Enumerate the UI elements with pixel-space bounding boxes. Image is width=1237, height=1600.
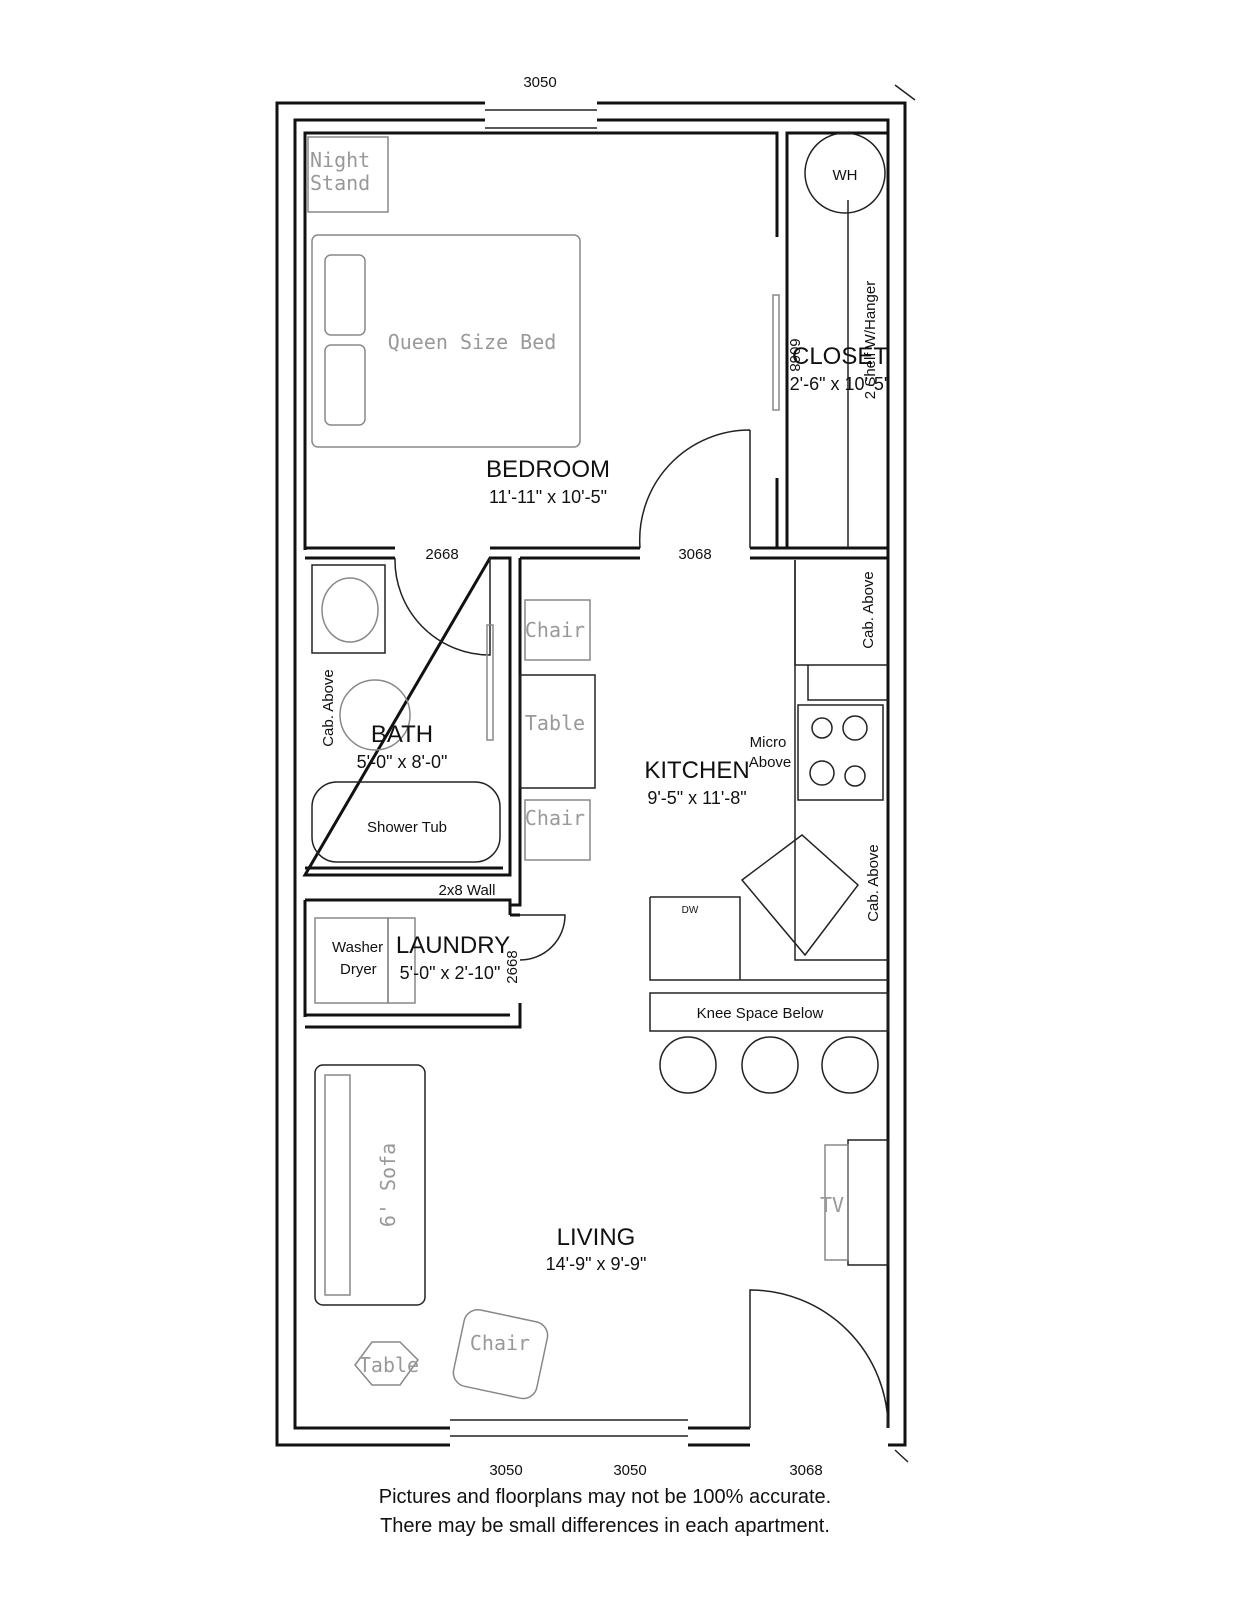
sofa-label: 6' Sofa (376, 1143, 400, 1227)
disclaimer-line-1: Pictures and floorplans may not be 100% … (379, 1486, 831, 1508)
room-laundry-size: 5'-0" x 2'-10" (400, 963, 501, 983)
cabinet-label: Cab. Above (865, 844, 882, 922)
room-living-name: LIVING (557, 1224, 636, 1251)
tv-label: TV (820, 1193, 844, 1217)
microwave-label: Micro (750, 734, 787, 751)
shelf-label: 2 Shelf W/Hanger (862, 281, 879, 399)
table-label: Table (359, 1353, 419, 1377)
night-stand-label: Stand (310, 171, 370, 195)
cabinet-label: Cab. Above (320, 669, 337, 747)
knee-space-label: Knee Space Below (697, 1005, 824, 1022)
water-heater-label: WH (833, 167, 858, 184)
chair-label: Chair (525, 806, 585, 830)
dim-bottom-window-2: 3050 (613, 1462, 646, 1479)
dryer-label: Dryer (340, 961, 377, 978)
room-bedroom-size: 11'-11" x 10'-5" (489, 487, 607, 507)
dim-kitchen-door: 3068 (678, 546, 711, 563)
chair-label: Chair (470, 1331, 530, 1355)
washer-label: Washer (332, 939, 383, 956)
table-label: Table (525, 711, 585, 735)
night-stand-label: Night (310, 148, 370, 172)
dim-entry-door: 3068 (789, 1462, 822, 1479)
dishwasher-label: DW (682, 905, 699, 916)
room-laundry-name: LAUNDRY (396, 932, 510, 959)
dim-bottom-window-1: 3050 (489, 1462, 522, 1479)
microwave-label: Above (749, 754, 792, 771)
furniture (307, 132, 886, 1400)
bed-label: Queen Size Bed (388, 330, 557, 354)
chair-label: Chair (525, 618, 585, 642)
room-bath-name: BATH (371, 721, 433, 748)
dim-closet-door: 6068 (786, 338, 803, 371)
room-closet-size: 2'-6" x 10'-5" (790, 374, 891, 394)
walls (275, 84, 916, 1463)
room-living-size: 14'-9" x 9'-9" (546, 1254, 647, 1274)
room-closet-name: CLOSET (792, 343, 888, 370)
shower-tub-label: Shower Tub (367, 819, 447, 836)
room-bath-size: 5'-0" x 8'-0" (357, 752, 448, 772)
dim-top-window: 3050 (523, 74, 556, 91)
cabinet-label: Cab. Above (860, 571, 877, 649)
disclaimer-line-2: There may be small differences in each a… (380, 1515, 830, 1537)
dim-bedroom-door: 2668 (425, 546, 458, 563)
room-kitchen-name: KITCHEN (644, 757, 749, 784)
room-bedroom-name: BEDROOM (486, 456, 610, 483)
dim-laundry-door: 2668 (504, 950, 521, 983)
wall-note: 2x8 Wall (439, 882, 496, 899)
room-kitchen-size: 9'-5" x 11'-8" (647, 788, 746, 808)
